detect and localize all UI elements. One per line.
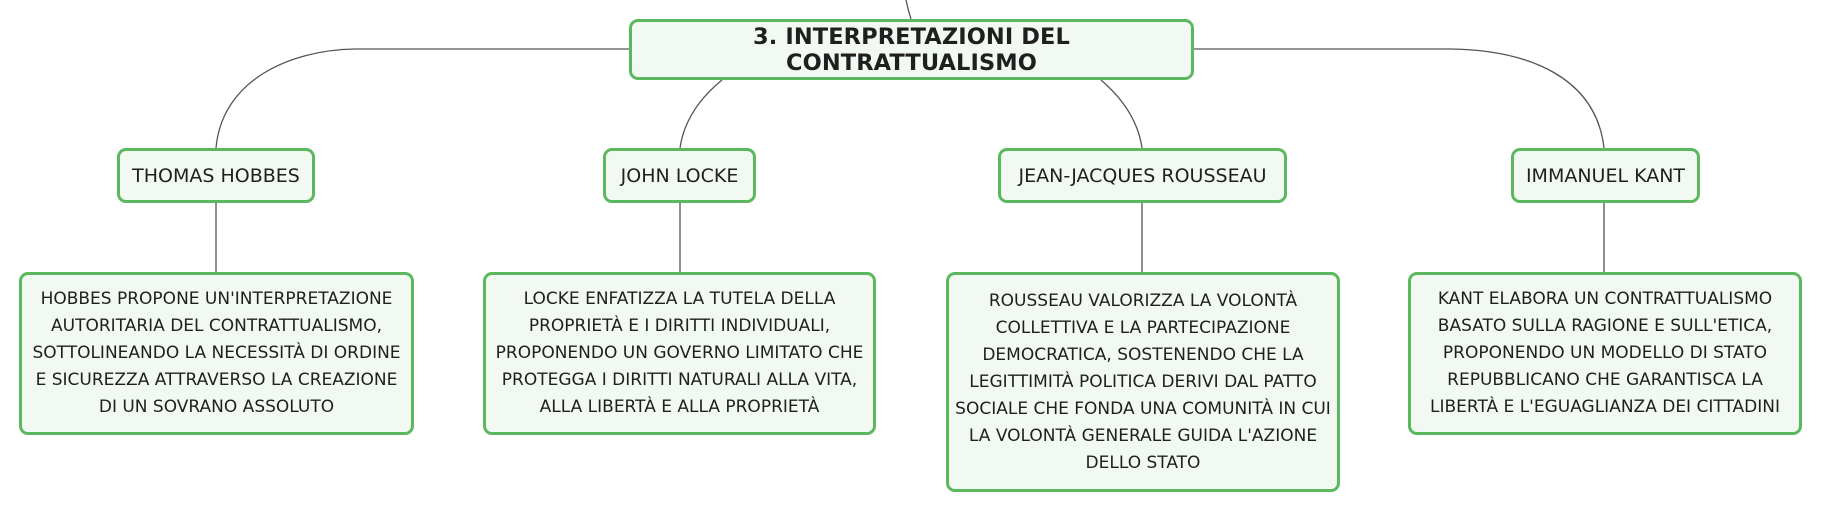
subtopic-text: ROUSSEAU VALORIZZA LA VOLONTÀ COLLETTIVA… <box>955 290 1331 473</box>
root-topic[interactable]: 3. INTERPRETAZIONI DEL CONTRATTUALISMO <box>629 19 1194 80</box>
topic-jean-jacques-rousseau[interactable]: JEAN-JACQUES ROUSSEAU <box>998 148 1287 203</box>
subtopic-locke-description[interactable]: LOCKE ENFATIZZA LA TUTELA DELLA PROPRIET… <box>483 272 876 435</box>
subtopic-text: KANT ELABORA UN CONTRATTUALISMO BASATO S… <box>1430 289 1780 417</box>
subtopic-rousseau-description[interactable]: ROUSSEAU VALORIZZA LA VOLONTÀ COLLETTIVA… <box>946 272 1340 492</box>
subtopic-text: HOBBES PROPONE UN'INTERPRETAZIONE AUTORI… <box>32 289 401 417</box>
topic-label: IMMANUEL KANT <box>1525 164 1686 187</box>
topic-label: JEAN-JACQUES ROUSSEAU <box>1018 164 1267 187</box>
subtopic-kant-description[interactable]: KANT ELABORA UN CONTRATTUALISMO BASATO S… <box>1408 272 1802 435</box>
subtopic-hobbes-description[interactable]: HOBBES PROPONE UN'INTERPRETAZIONE AUTORI… <box>19 272 414 435</box>
connector-parent-root <box>905 0 912 20</box>
topic-label: THOMAS HOBBES <box>132 164 300 187</box>
topic-label: JOHN LOCKE <box>620 164 739 187</box>
connector-root-hobbes <box>215 48 629 149</box>
connector-root-rousseau <box>1100 79 1143 149</box>
connector-root-kant <box>1194 48 1605 149</box>
subtopic-text: LOCKE ENFATIZZA LA TUTELA DELLA PROPRIET… <box>495 289 864 417</box>
root-topic-label: 3. INTERPRETAZIONI DEL CONTRATTUALISMO <box>753 23 1070 76</box>
topic-john-locke[interactable]: JOHN LOCKE <box>603 148 756 203</box>
connector-root-locke <box>679 79 723 149</box>
topic-immanuel-kant[interactable]: IMMANUEL KANT <box>1511 148 1700 203</box>
topic-thomas-hobbes[interactable]: THOMAS HOBBES <box>117 148 315 203</box>
